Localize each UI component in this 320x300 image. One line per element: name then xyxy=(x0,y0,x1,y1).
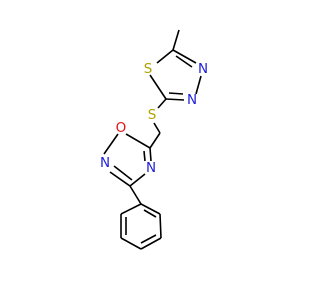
bond-s-linker-ch2 xyxy=(153,122,161,134)
bond-n-left-c3 xyxy=(109,171,131,187)
molecule-diagram: S N N S O N N xyxy=(100,29,208,250)
bond-ph-4 xyxy=(120,237,142,250)
bond-c1-n-upper xyxy=(172,49,197,64)
bond-o-n-left xyxy=(103,133,119,155)
bond-n-right-c5 xyxy=(149,147,152,162)
bond-ph-inner-1 xyxy=(143,209,157,218)
atom-labels: S N N S O N N xyxy=(100,61,208,176)
bond-c3-phenyl xyxy=(129,185,142,205)
atom-s-linker: S xyxy=(148,107,157,123)
atom-n-oxadiazole-right: N xyxy=(146,160,156,176)
bond-ph-2 xyxy=(159,213,162,239)
bond-ph-1 xyxy=(140,203,161,215)
bond-c1-s-ring xyxy=(156,49,174,64)
atom-n-oxadiazole-left: N xyxy=(100,155,110,171)
bond-c2-s-ring xyxy=(149,74,167,100)
bond-n-n xyxy=(195,75,202,95)
bond-c3-n-right xyxy=(129,173,146,187)
bond-n-lower-c2 xyxy=(165,98,185,101)
atom-n-thiadiazole-lower: N xyxy=(187,92,197,108)
bond-ph-6 xyxy=(120,203,142,215)
bond-ph-3 xyxy=(140,237,162,250)
bond-c1-n-upper-double xyxy=(175,55,193,68)
bond-c2-s-linker xyxy=(157,98,167,109)
bond-c5-o xyxy=(125,133,151,149)
bond-ph-inner-2 xyxy=(140,234,157,244)
bond-n-right-c5-double xyxy=(143,150,146,162)
bond-n-left-c3-double xyxy=(113,165,133,181)
atom-n-thiadiazole-upper: N xyxy=(198,61,208,77)
bond-methyl xyxy=(172,29,180,51)
atom-s-ring: S xyxy=(144,61,153,77)
structure-svg: S N N S O N N xyxy=(100,29,208,250)
bond-n-lower-c2-double xyxy=(168,92,184,95)
bonds xyxy=(103,29,202,250)
atom-o-oxadiazole: O xyxy=(116,120,127,136)
bond-ch2-c5 xyxy=(149,132,161,149)
